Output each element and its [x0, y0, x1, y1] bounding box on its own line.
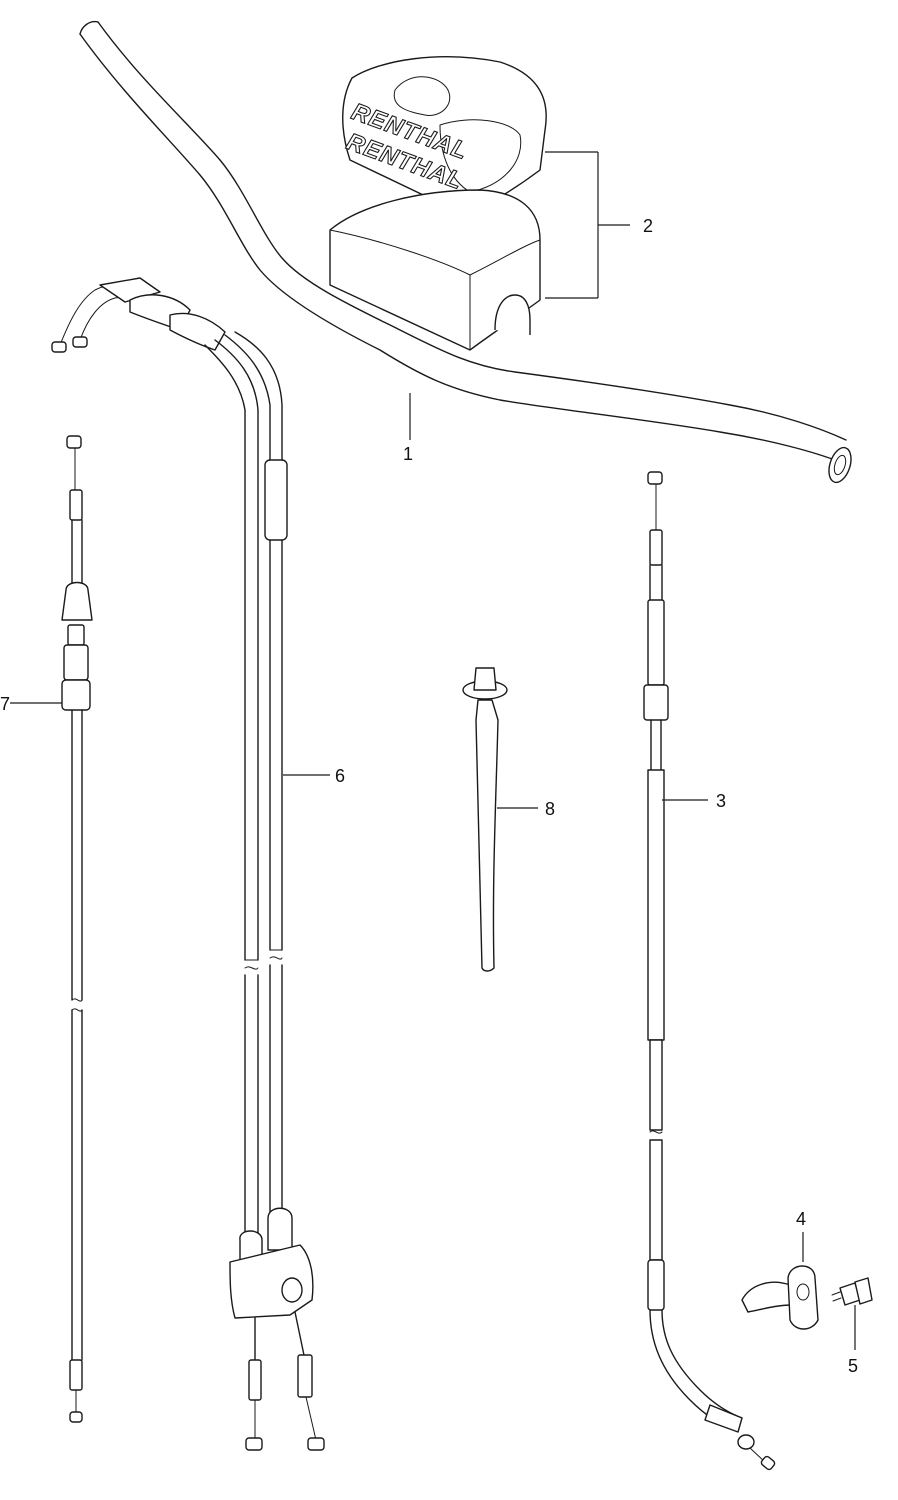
left-cable [61, 435, 93, 1423]
bar-pad [329, 189, 541, 351]
cable-clamp [741, 1265, 819, 1330]
callout-8: 8 [545, 799, 555, 819]
callout-2: 2 [643, 216, 653, 236]
callout-5: 5 [848, 1356, 858, 1376]
callout-3: 3 [716, 791, 726, 811]
callout-7: 7 [0, 694, 10, 714]
handlebar [79, 20, 852, 484]
callout-4: 4 [796, 1209, 806, 1229]
callout-6: 6 [335, 766, 345, 786]
callout-1: 1 [403, 444, 413, 464]
bolt [831, 1277, 873, 1306]
clutch-cable [643, 471, 776, 1471]
cable-tie [462, 667, 508, 972]
throttle-cable [51, 277, 325, 1451]
